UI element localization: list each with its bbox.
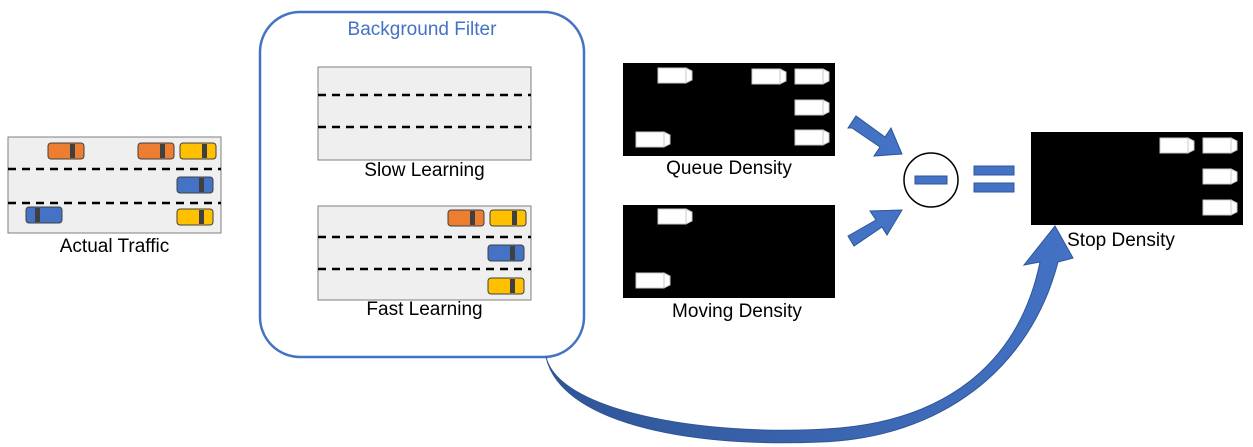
car-icon — [447, 209, 485, 227]
vehicle-blob-icon — [1202, 168, 1238, 185]
arrow-moving-to-subtract — [847, 209, 903, 247]
slow-learning-panel — [317, 66, 532, 161]
curved-arrow-filter-to-stop — [545, 225, 1074, 444]
queue-density-mask — [623, 63, 835, 156]
car-icon — [487, 244, 525, 262]
car-icon — [25, 206, 63, 224]
moving-density-label: Moving Density — [672, 301, 802, 322]
fast-learning-panel — [317, 205, 532, 301]
stop-density-mask — [1031, 132, 1243, 225]
queue-density-label: Queue Density — [666, 158, 792, 179]
car-icon — [487, 277, 525, 295]
fast-learning-label: Fast Learning — [366, 299, 483, 320]
car-icon — [179, 142, 217, 160]
vehicle-blob-icon — [1202, 199, 1238, 216]
actual-traffic-panel — [7, 136, 222, 234]
vehicle-blob-icon — [1202, 137, 1238, 154]
car-icon — [137, 142, 175, 160]
car-icon — [489, 209, 527, 227]
slow-learning-label: Slow Learning — [364, 160, 485, 181]
actual-traffic-label: Actual Traffic — [59, 236, 170, 257]
vehicle-blob-icon — [794, 129, 830, 146]
stop-density-label: Stop Density — [1067, 230, 1175, 251]
vehicle-blob-icon — [657, 67, 693, 84]
car-icon — [47, 142, 85, 160]
vehicle-blob-icon — [751, 68, 787, 85]
vehicle-blob-icon — [635, 131, 671, 148]
minus-circle-icon — [903, 152, 959, 208]
vehicle-blob-icon — [657, 208, 693, 225]
arrow-queue-to-subtract — [847, 115, 903, 157]
background-filter-title: Background Filter — [347, 19, 497, 40]
vehicle-blob-icon — [794, 68, 830, 85]
equals-icon — [973, 165, 1015, 193]
vehicle-blob-icon — [635, 272, 671, 289]
moving-density-mask — [623, 205, 835, 298]
car-icon — [176, 208, 214, 226]
vehicle-blob-icon — [1159, 137, 1195, 154]
car-icon — [176, 176, 214, 194]
vehicle-blob-icon — [794, 99, 830, 116]
